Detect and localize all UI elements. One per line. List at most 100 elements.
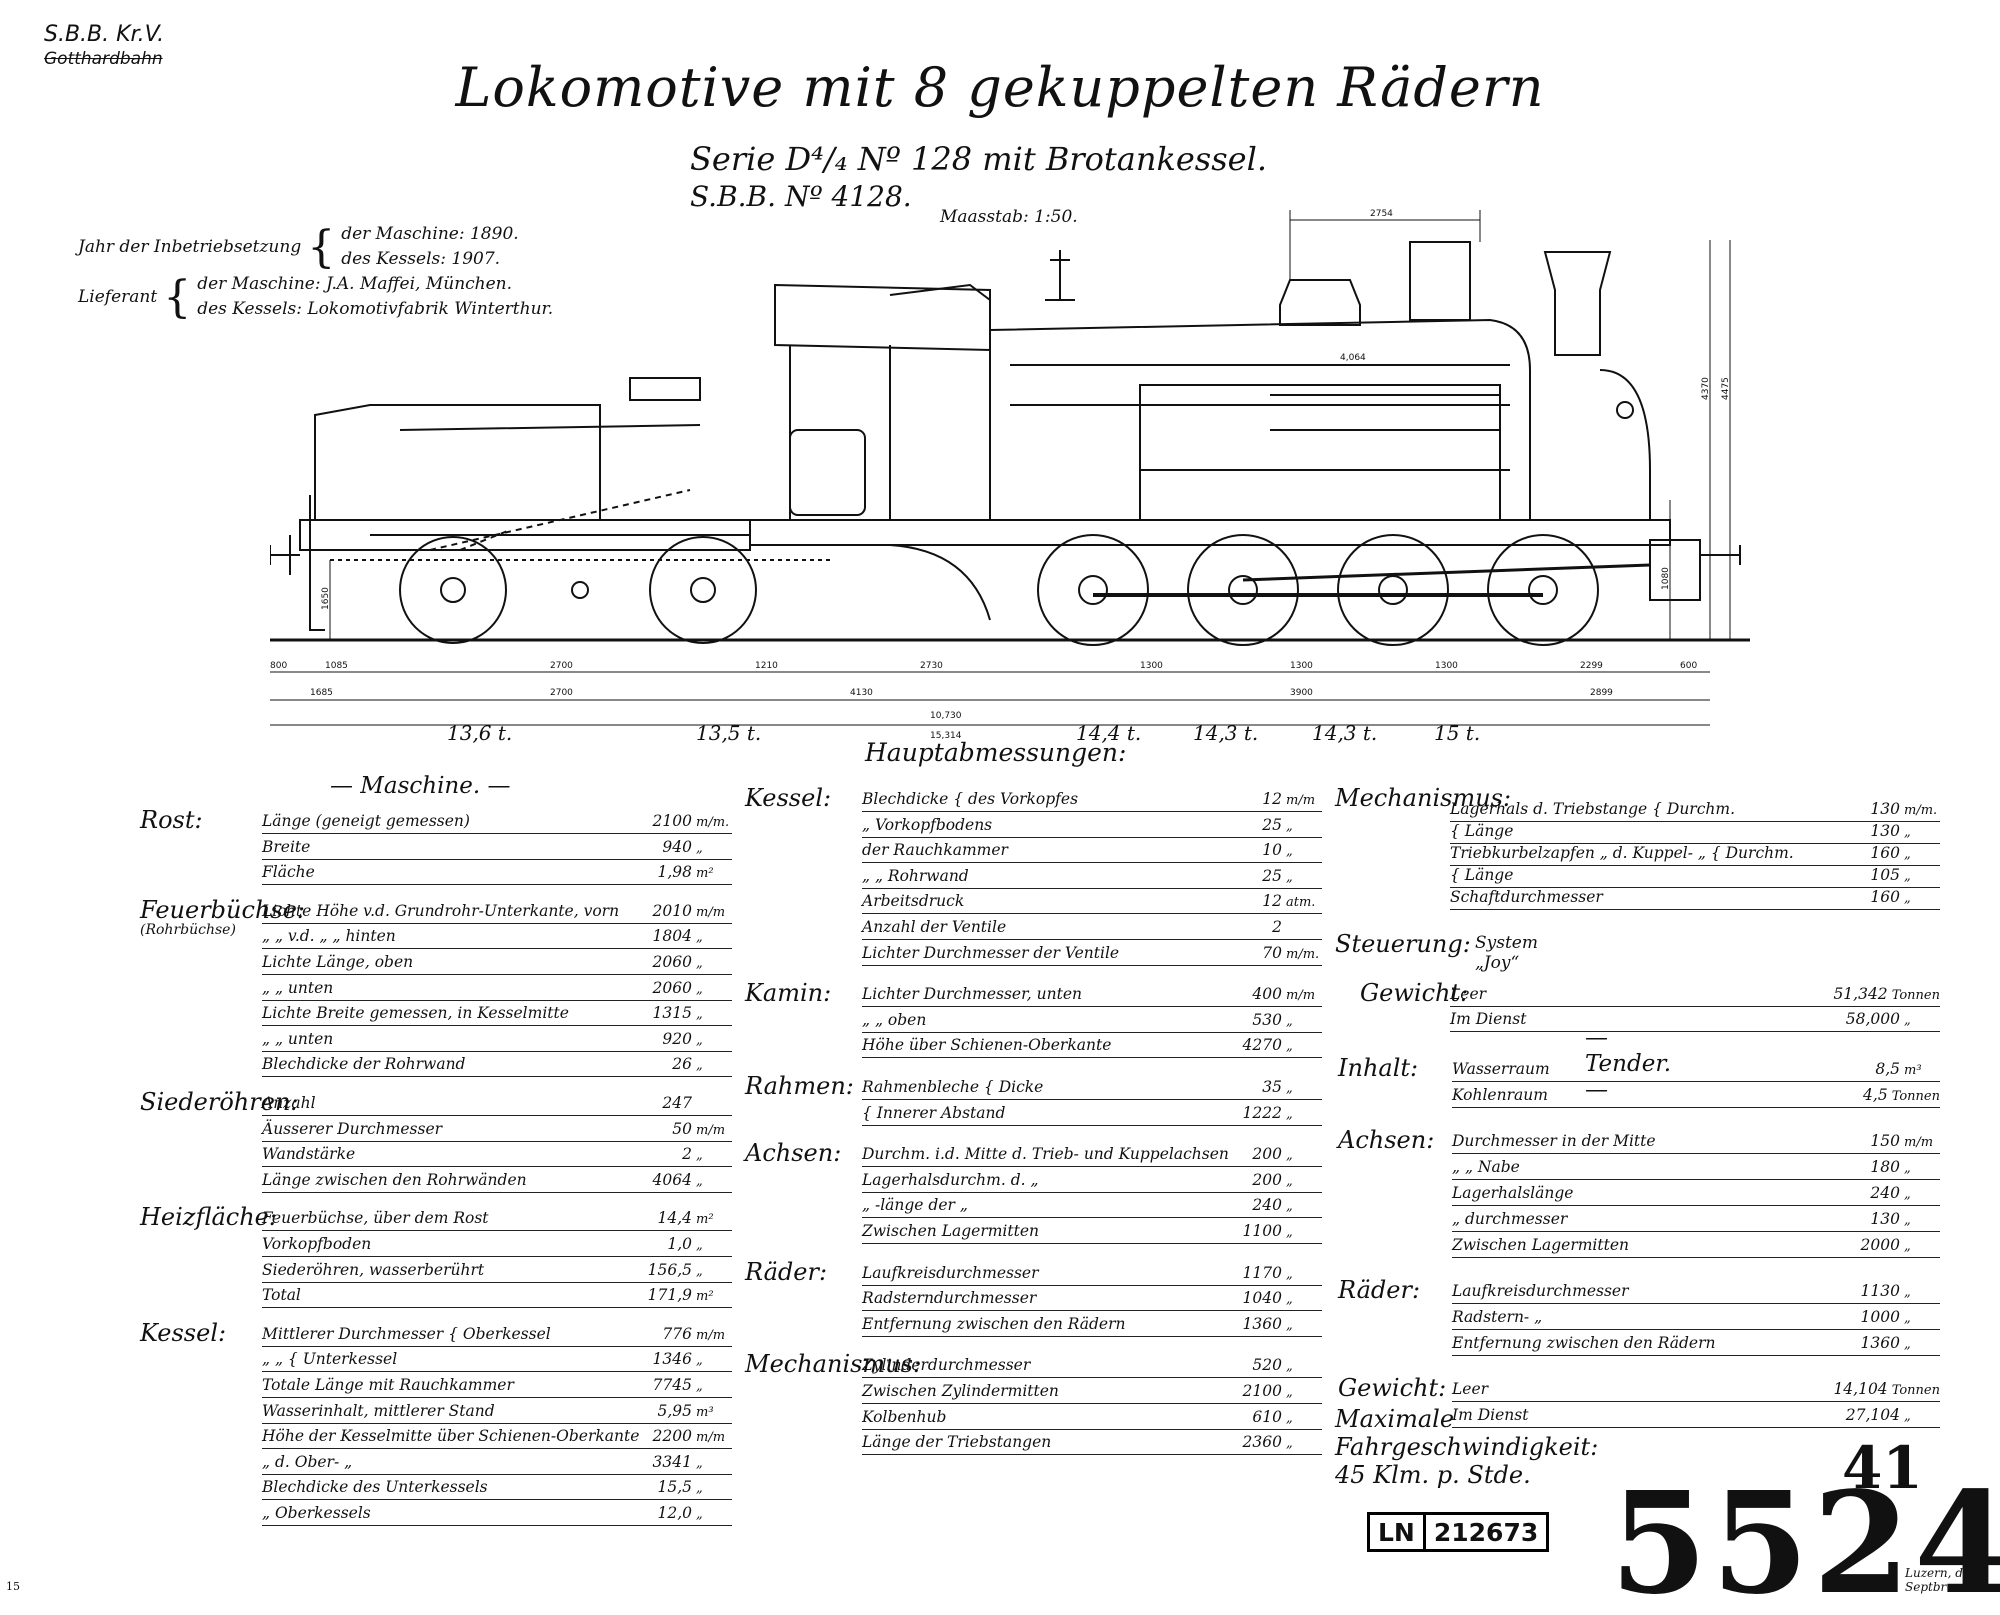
spec-unit: m/m: [696, 904, 726, 920]
spec-unit: „: [1286, 1436, 1293, 1452]
spec-label: der Rauchkammer: [862, 841, 1008, 860]
page-subtitle: Serie D⁴/₄ Nº 128 mit Brotankessel.: [690, 140, 1267, 178]
spec-value: 14,4: [657, 1209, 692, 1228]
dim-row1-7: 1300: [1435, 661, 1458, 671]
ln-stamp: LN 212673: [1367, 1512, 1550, 1552]
spec-label: Lichter Durchmesser der Ventile: [862, 943, 1120, 962]
spec-label: „ -länge der „: [862, 1196, 968, 1215]
spec-unit: „: [1286, 1039, 1293, 1055]
group-label: Gewicht:: [1338, 1374, 1447, 1402]
spec-label: Lichter Durchmesser, unten: [862, 985, 1082, 1004]
spec-label: Höhe über Schienen-Oberkante: [862, 1036, 1112, 1055]
machine-heading: — Maschine. —: [330, 773, 511, 799]
spec-unit: „: [1286, 869, 1293, 885]
spec-value: 247: [662, 1094, 692, 1112]
spec-value: 1360: [1242, 1314, 1282, 1333]
dim-row2-0: 1685: [310, 688, 333, 698]
main-frame: [749, 519, 1671, 546]
spec-label: „ d. Ober- „: [262, 1452, 353, 1471]
spec-value: 2060: [652, 978, 692, 997]
chimney: [1543, 251, 1612, 356]
ln-number: 212673: [1422, 1515, 1546, 1549]
sand-dome: [1409, 241, 1471, 321]
spec-value: 3341: [652, 1452, 692, 1471]
spec-value: 1040: [1242, 1289, 1282, 1308]
spec-value: 610: [1252, 1407, 1282, 1426]
group-label: Achsen:: [745, 1139, 842, 1168]
spec-label: „ „ v.d. „ „ hinten: [262, 927, 396, 946]
spec-unit: m/m: [1904, 1135, 1934, 1150]
group-label: Rahmen:: [745, 1072, 854, 1100]
spec-unit: „: [1286, 1385, 1293, 1400]
owner-stamp: S.B.B. Kr.V. Gotthardbahn: [44, 22, 164, 69]
driving-wheel-3: [1337, 534, 1449, 646]
spec-value: 26: [672, 1055, 692, 1074]
year-boiler: des Kessels: 1907.: [341, 249, 501, 269]
group-label: Achsen:: [1338, 1126, 1435, 1154]
spec-unit: „: [1904, 847, 1911, 862]
spec-value: 160: [1870, 844, 1900, 862]
spec-value: 10: [1262, 841, 1282, 860]
spec-value: 1000: [1860, 1308, 1900, 1326]
spec-value: 15,5: [657, 1478, 692, 1497]
spec-unit: „: [1904, 869, 1911, 884]
axle-weight-2: 13,5 t.: [696, 721, 762, 745]
dim-row1-4: 2730: [920, 661, 943, 671]
spec-value: 1130: [1860, 1282, 1900, 1300]
group-sublabel: (Rohrbüchse): [140, 921, 236, 938]
spec-label: Lichte Länge, oben: [262, 953, 414, 971]
driving-wheel-1: [1037, 534, 1149, 646]
spec-value: 4064: [652, 1170, 692, 1189]
spec-unit: „: [696, 840, 703, 856]
mechanism-label: Mechanismus:: [1335, 784, 1512, 812]
spec-label: „ „ oben: [862, 1010, 927, 1029]
spec-value: 2360: [1242, 1433, 1282, 1452]
connecting-rod: [1242, 563, 1651, 582]
spec-value: 171,9: [647, 1286, 692, 1305]
spec-unit: „: [1286, 1317, 1293, 1333]
spec-unit: „: [1904, 1013, 1911, 1028]
supplier-machine: der Maschine: J.A. Maffei, München.: [197, 274, 513, 294]
spec-label: „ „ Nabe: [1452, 1158, 1520, 1176]
spec-label: Wandstärke: [262, 1145, 356, 1164]
spec-value: 25: [1262, 866, 1282, 885]
spec-unit: „: [696, 1263, 703, 1279]
spec-unit: „: [696, 1481, 703, 1497]
spec-unit: Tonnen: [1891, 988, 1940, 1003]
spec-label: Höhe der Kesselmitte über Schienen-Oberk…: [262, 1427, 640, 1446]
dim-row1-5: 1300: [1140, 661, 1163, 671]
spec-unit: „: [1904, 1337, 1911, 1352]
spec-value: 2100: [652, 812, 692, 830]
spec-unit: m/m: [696, 1122, 726, 1138]
page-title: Lokomotive mit 8 gekuppelten Rädern: [455, 56, 1545, 119]
spec-value: 180: [1870, 1158, 1900, 1176]
page-subtitle-2: S.B.B. Nº 4128.: [690, 180, 912, 213]
dim-row2-2: 4130: [850, 688, 873, 698]
spec-unit: „: [1904, 1285, 1911, 1300]
supplier-label: Lieferant: [78, 286, 158, 307]
max-speed: Maximale Fahrgeschwindigkeit: 45 Klm. p.…: [1335, 1405, 1599, 1489]
spec-unit: „: [1904, 891, 1911, 906]
spec-unit: „: [1286, 1359, 1293, 1375]
spec-label: Zylinderdurchmesser: [862, 1356, 1031, 1375]
spec-value: 105: [1870, 866, 1900, 884]
spec-label: Breite: [262, 837, 311, 856]
spec-value: 58,000: [1845, 1010, 1900, 1028]
spec-label: Feuerbüchse, über dem Rost: [262, 1209, 489, 1228]
spec-label: Rahmenbleche { Dicke: [862, 1078, 1044, 1096]
spec-unit: „: [1286, 844, 1293, 860]
dim-height-a: 4370: [1701, 377, 1711, 400]
